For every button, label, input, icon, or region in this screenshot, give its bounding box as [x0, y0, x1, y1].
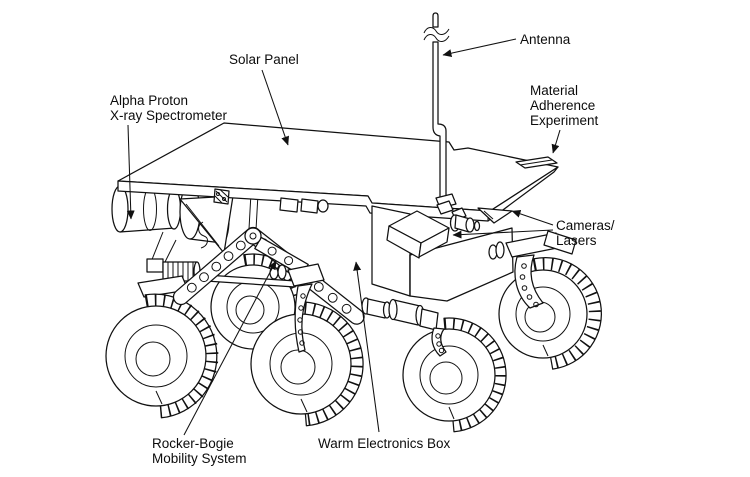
camera-head-shape	[386, 200, 481, 259]
front-left-steering-shape	[269, 263, 325, 353]
label-rocker-bogie-line1: Rocker-Bogie	[152, 436, 234, 451]
leader-antenna	[442, 38, 517, 58]
labels: Solar Panel Alpha Proton X-ray Spectrome…	[110, 32, 615, 466]
label-warm-electronics-box: Warm Electronics Box	[318, 436, 451, 451]
front-right-steering-shape	[488, 230, 577, 309]
label-solar-panel: Solar Panel	[229, 52, 299, 67]
mae-flap-shape	[515, 156, 558, 169]
label-mae-line2: Adherence	[530, 98, 595, 113]
label-cameras-line2: Lasers	[556, 233, 597, 248]
label-antenna: Antenna	[520, 32, 571, 47]
label-apxs-line1: Alpha Proton	[110, 93, 188, 108]
rover-artwork	[105, 12, 603, 433]
leader-lines	[126, 38, 561, 436]
label-mae-line1: Material	[530, 83, 578, 98]
leader-cameras-upper	[511, 209, 554, 226]
panel-underside-fittings-shape	[279, 197, 329, 214]
label-mae-line3: Experiment	[530, 113, 599, 128]
leader-solar-panel	[261, 69, 289, 146]
leader-cameras-lower	[452, 229, 554, 239]
leader-rocker-bogie	[183, 260, 277, 436]
camera-bracket-shape	[477, 207, 513, 224]
leader-material-adherence	[551, 129, 561, 154]
wheel-rear-left	[105, 293, 219, 419]
label-cameras-line1: Cameras/	[556, 218, 615, 233]
panel-hinge-shape	[213, 188, 230, 205]
wheel-middle-right	[402, 317, 507, 433]
wheel-front-left	[250, 301, 364, 427]
rocker-pivot-plate-shape	[179, 192, 259, 254]
leader-warm-electronics-box	[353, 261, 380, 433]
drive-motor-shape	[361, 297, 439, 331]
label-rocker-bogie-line2: Mobility System	[152, 451, 247, 466]
leader-apxs	[126, 124, 135, 220]
label-apxs-line2: X-ray Spectrometer	[110, 108, 228, 123]
